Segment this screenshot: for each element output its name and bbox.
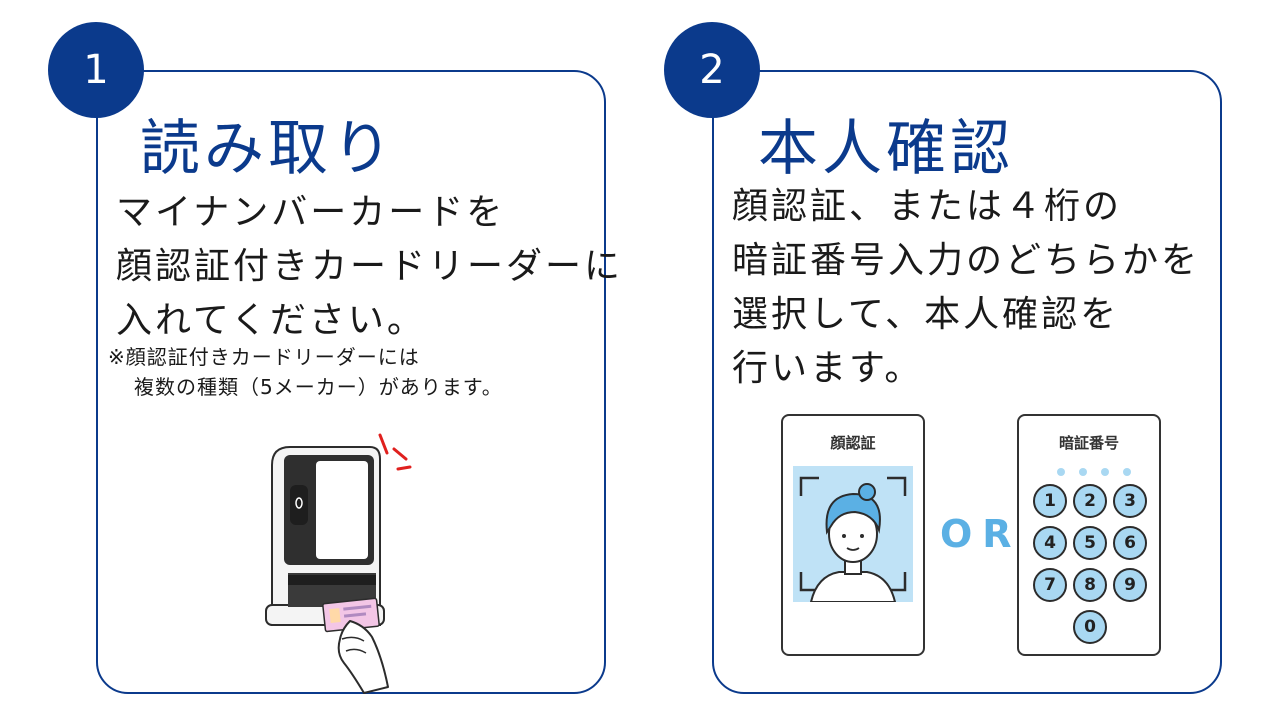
step1-title: 読み取り (140, 114, 396, 184)
step1-description: マイナンバーカードを 顔認証付きカードリーダーに 入れてください。 (116, 186, 623, 348)
keypad-key-5: 5 (1073, 526, 1107, 560)
keypad-key-3: 3 (1113, 484, 1147, 518)
step1-number-badge: 1 (48, 22, 144, 118)
face-auth-label: 顔認証 (830, 434, 876, 452)
pin-dot-indicator (1123, 468, 1131, 476)
step2-title: 本人確認 (758, 114, 1014, 184)
step1-line: マイナンバーカードを (116, 192, 506, 233)
face-auth-panel: 顔認証 (781, 414, 925, 656)
pin-dot-indicator (1057, 468, 1065, 476)
notification-lines-icon (378, 433, 412, 471)
or-label: OR (940, 512, 1022, 556)
step1-line: 入れてください。 (116, 300, 426, 341)
pin-dot-indicator (1101, 468, 1109, 476)
step1-line: 顔認証付きカードリーダーに (116, 246, 624, 287)
keypad-key-0: 0 (1073, 610, 1107, 644)
pin-entry-label: 暗証番号 (1058, 434, 1119, 452)
keypad-key-7: 7 (1033, 568, 1067, 602)
pin-entry-panel: 暗証番号 1 2 3 4 5 6 7 8 9 0 (1017, 414, 1161, 656)
step2-line: 暗証番号入力のどちらかを (732, 240, 1201, 281)
step1-note-line1: ※顔認証付きカードリーダーには (108, 345, 420, 369)
step2-line: 行います。 (732, 348, 924, 389)
face-scan-icon (793, 466, 913, 602)
step1-note-line2: 複数の種類（5メーカー）があります。 (134, 375, 503, 399)
keypad-key-6: 6 (1113, 526, 1147, 560)
step2-description: 顔認証、または４桁の 暗証番号入力のどちらかを 選択して、本人確認を 行います。 (732, 180, 1200, 396)
keypad-key-8: 8 (1073, 568, 1107, 602)
keypad-key-1: 1 (1033, 484, 1067, 518)
step1-note: ※顔認証付きカードリーダーには 複数の種類（5メーカー）があります。 (108, 342, 503, 402)
keypad-key-2: 2 (1073, 484, 1107, 518)
keypad-key-4: 4 (1033, 526, 1067, 560)
step2-line: 選択して、本人確認を (732, 294, 1120, 335)
keypad-key-9: 9 (1113, 568, 1147, 602)
step2-number-badge: 2 (664, 22, 760, 118)
card-reader-illustration (265, 433, 412, 694)
pin-dot-indicator (1079, 468, 1087, 476)
step2-line: 顔認証、または４桁の (732, 186, 1123, 227)
